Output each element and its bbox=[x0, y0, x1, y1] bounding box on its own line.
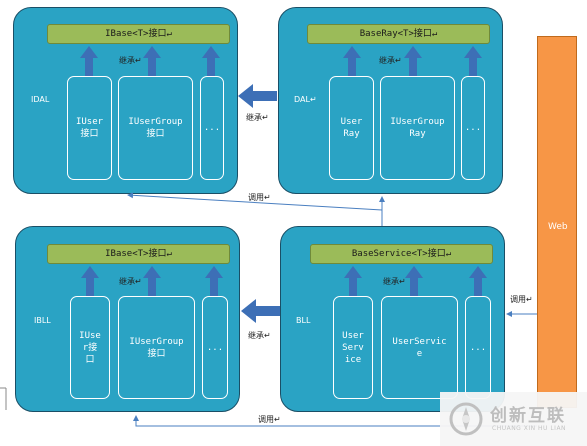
dal-base-interface-bar: BaseRay<T>接口↵ bbox=[307, 24, 490, 44]
call-top-label: 调用↵ bbox=[248, 193, 271, 202]
idal-inherit-label: 继承↵ bbox=[119, 56, 142, 65]
ibll-base-interface-bar: IBase<T>接口↵ bbox=[47, 244, 230, 264]
bll-inheritance-arrows bbox=[344, 266, 487, 296]
call-right-label: 调用↵ bbox=[510, 295, 533, 304]
bll-label: BLL bbox=[296, 316, 311, 325]
web-layer-label: Web bbox=[548, 222, 568, 232]
ibll-inherit-label: 继承↵ bbox=[119, 277, 142, 286]
call-bottom-label: 调用↵ bbox=[258, 415, 281, 424]
watermark-pinyin-text: CHUANG XIN HU LIAN bbox=[492, 425, 567, 432]
dal-inherit-label: 继承↵ bbox=[379, 56, 402, 65]
idal-base-interface-bar: IBase<T>接口↵ bbox=[47, 24, 230, 44]
ibll-inheritance-arrows bbox=[81, 266, 223, 296]
bll-base-service-bar: BaseService<T>接口↵ bbox=[310, 244, 493, 264]
dal-more-box: ... bbox=[461, 76, 485, 180]
ibll-more-box: ... bbox=[202, 296, 228, 399]
inherit-bottom-label: 继承↵ bbox=[248, 331, 271, 340]
bll-user-service-box: User Serv ice bbox=[333, 296, 373, 399]
ibll-iusergroup-box: IUserGroup 接口 bbox=[118, 296, 195, 399]
idal-label: IDAL bbox=[31, 95, 50, 104]
bll-inherit-label: 继承↵ bbox=[383, 277, 406, 286]
dal-user-ray-box: User Ray bbox=[329, 76, 374, 180]
web-layer-box bbox=[537, 36, 577, 408]
bll-to-ibll-arrow bbox=[241, 299, 280, 323]
ibll-iuser-box: IUse r接 口 bbox=[70, 296, 110, 399]
ibll-label: IBLL bbox=[34, 316, 51, 325]
watermark: 创新互联 CHUANG XIN HU LIAN bbox=[440, 392, 587, 446]
dal-iusergroup-ray-box: IUserGroup Ray bbox=[380, 76, 455, 180]
bll-more-box: ... bbox=[465, 296, 491, 399]
idal-more-box: ... bbox=[200, 76, 224, 180]
inherit-top-label: 继承↵ bbox=[246, 113, 269, 122]
web-calls-ibll-line bbox=[133, 415, 537, 427]
watermark-chinese-text: 创新互联 bbox=[490, 406, 566, 426]
bll-calls-idal-line bbox=[127, 192, 383, 211]
idal-inheritance-arrows bbox=[80, 46, 220, 76]
dal-to-idal-arrow bbox=[238, 84, 277, 108]
dal-inheritance-arrows bbox=[343, 46, 482, 76]
dal-label: DAL↵ bbox=[294, 95, 317, 104]
bll-userservice-box: UserServic e bbox=[381, 296, 458, 399]
watermark-logo-icon bbox=[449, 402, 483, 436]
idal-iuser-box: IUser 接口 bbox=[67, 76, 112, 180]
idal-iusergroup-box: IUserGroup 接口 bbox=[118, 76, 193, 180]
